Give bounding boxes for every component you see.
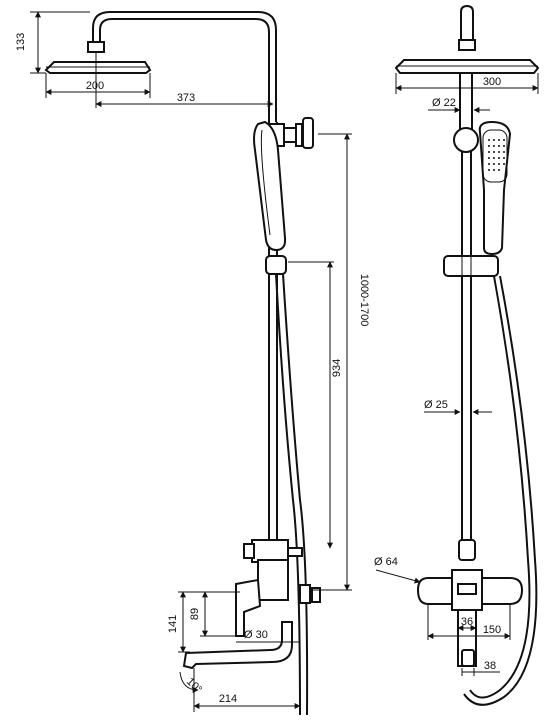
front-hose [469,275,531,699]
side-lever [235,578,262,637]
side-arm [92,11,277,122]
side-hose [275,273,301,716]
front-view: 300 Ø 22 Ø 25 Ø 64 36 150 38 [374,4,540,706]
spray-dots [488,139,505,171]
side-head-connector [87,41,105,53]
side-diverter [251,539,289,563]
dim-adjust-range: 1000-1700 [358,274,370,327]
dim-spout-width: 38 [484,660,496,672]
dim-spout-diameter: Ø 30 [244,629,268,641]
dim-outlet-width: 36 [461,616,473,628]
side-view: 133 200 373 1000-1700 934 89 141 Ø 30 [15,11,370,716]
dim-arm-reach: 373 [177,92,195,104]
dim-head-width-side: 200 [86,80,104,92]
side-spout [182,621,293,670]
side-dimensions: 133 200 373 1000-1700 934 89 141 Ø 30 [15,11,370,712]
dim-head-width-front: 300 [483,76,501,88]
dim-mixer-height-b: 141 [167,615,179,633]
dim-rail-diameter: Ø 25 [424,399,448,411]
dim-body-diameter: Ø 64 [374,556,398,568]
dim-spout-length: 214 [219,693,237,705]
dim-head-height: 133 [15,33,27,51]
front-arm-top [460,4,474,41]
dim-mixer-height-a: 89 [189,608,201,620]
dim-rail-length: 934 [331,359,343,377]
dim-arm-diameter: Ø 22 [432,97,456,109]
dim-inlet-spacing: 150 [483,624,501,636]
front-dimensions: 300 Ø 22 Ø 25 Ø 64 36 150 38 [374,73,539,676]
front-hand-shower [478,120,512,256]
